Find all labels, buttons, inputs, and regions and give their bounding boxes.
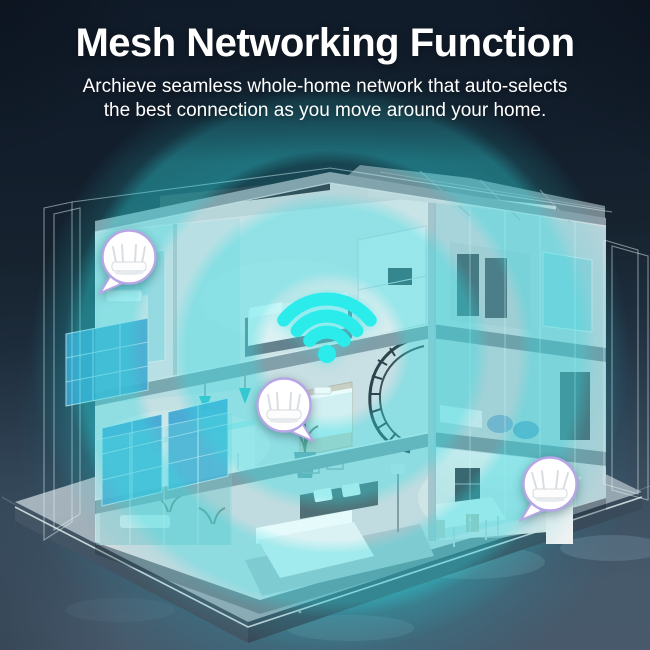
router-bubble-1 [97,229,157,296]
router-device-2 [313,386,332,395]
subtitle-line-2: the best connection as you move around y… [103,100,547,121]
sparkles [298,476,582,614]
white-sectional-sofa [258,522,374,578]
mesh-router-icon [111,244,147,275]
living-room [245,456,434,596]
kitchen-cabinets [357,225,427,340]
mesh-router-icon [266,392,302,423]
right-wing-upper-rooms [450,242,593,333]
floor-lamp [391,464,405,474]
subtitle-line-1: Archieve seamless whole-home network tha… [82,76,568,97]
solar-panels [65,317,229,507]
wireframe-outlines [43,167,649,542]
corner-column [428,196,436,541]
sofa-back [256,510,352,544]
glass-walls [95,200,606,545]
router-bubble-3 [518,456,578,523]
roof [94,165,607,233]
kitchen-island [306,386,352,440]
mesh-router-icon [531,470,569,502]
page-subtitle: Archieve seamless whole-home network tha… [0,75,650,123]
header: Mesh Networking Function Archieve seamle… [0,0,650,123]
right-wing-lounge [440,372,590,440]
page-title: Mesh Networking Function [75,21,575,65]
wifi-signal-icon [277,292,377,363]
router-bubble-2 [256,377,316,444]
